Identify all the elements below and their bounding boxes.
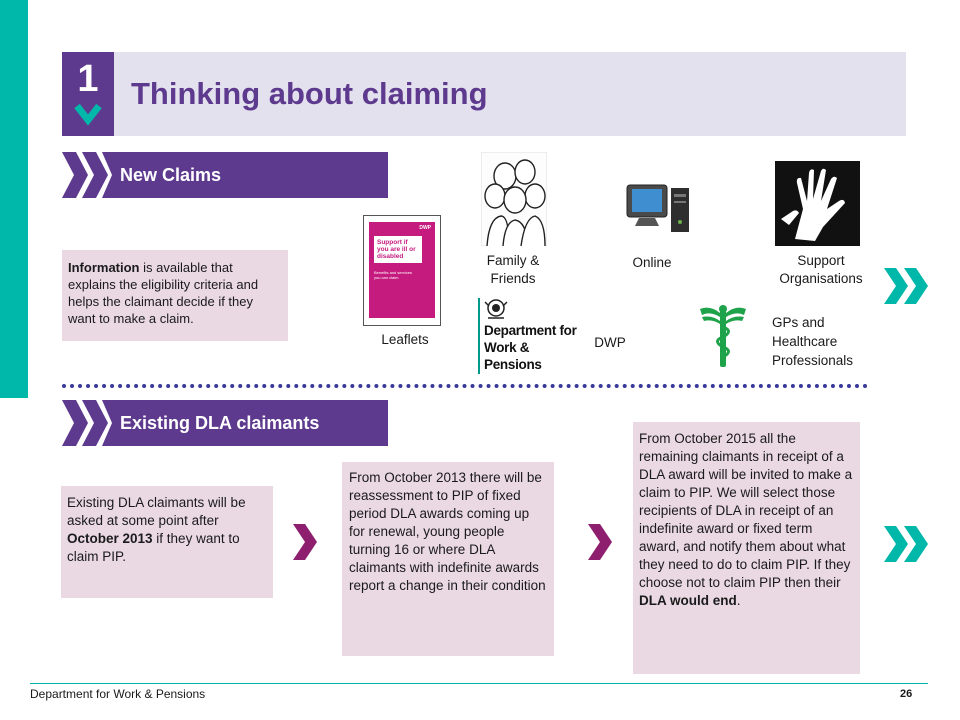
section-divider [62, 384, 868, 388]
family-friends-image [480, 151, 548, 247]
computer-icon [626, 184, 689, 232]
page-number: 26 [900, 688, 913, 700]
gps-image [698, 305, 748, 369]
leaflet-subtitle: Benefits and services you can claim [374, 270, 413, 280]
arrow-1 [289, 524, 319, 560]
box2-text: From October 2013 there will be reassess… [349, 470, 546, 593]
existing-box-1: Existing DLA claimants will be asked at … [61, 486, 273, 598]
hands-icon [781, 168, 845, 241]
footer-divider [30, 683, 928, 684]
box1-text-pre: Existing DLA claimants will be asked at … [67, 495, 246, 528]
box3-text-post: . [736, 593, 741, 608]
new-claims-header: New Claims [62, 152, 388, 198]
new-claims-heading: New Claims [120, 165, 222, 185]
info-bold: Information [68, 260, 140, 275]
chevron-right-icon [588, 524, 612, 560]
leaflet-brand: DWP [419, 225, 431, 231]
leaflet-title: Support if you are ill or disabled [374, 236, 422, 263]
box1-bold: October 2013 [67, 531, 153, 546]
dwp-logo-text: Department for Work & Pensions [484, 323, 577, 372]
existing-claimants-heading: Existing DLA claimants [120, 413, 320, 433]
online-image [625, 182, 693, 237]
next-chevron-upper [882, 268, 934, 304]
existing-box-2: From October 2013 there will be reassess… [342, 462, 554, 656]
title-band [62, 52, 906, 136]
crest-icon [484, 299, 508, 319]
info-box: Information is available that explains t… [62, 250, 288, 341]
double-chevron-icon [62, 152, 114, 198]
support-orgs-image [775, 161, 860, 246]
double-chevron-icon [62, 400, 114, 446]
gps-caption: GPs and Healthcare Professionals [772, 315, 854, 368]
left-accent-bar [0, 0, 28, 398]
arrow-2 [584, 524, 614, 560]
double-chevron-right-icon [884, 268, 928, 304]
box1-text-post: if they want to claim PIP. [67, 531, 240, 564]
page-title: Thinking about claiming [131, 76, 488, 111]
existing-claimants-header: Existing DLA claimants [62, 400, 388, 446]
support-orgs-caption: Support Organisations [779, 253, 863, 286]
footer-org: Department for Work & Pensions [30, 687, 206, 701]
double-chevron-right-icon [884, 526, 928, 562]
chevron-right-icon [293, 524, 317, 560]
dwp-logo: Department for Work & Pensions [478, 294, 578, 376]
section-number-box: 1 [62, 52, 114, 136]
section-number: 1 [77, 58, 99, 100]
people-icon [480, 151, 548, 247]
leaflet-image: DWP Support if you are ill or disabled B… [363, 215, 441, 326]
box3-bold: DLA would end [639, 593, 737, 608]
online-caption: Online [632, 255, 672, 270]
family-friends-caption: Family & Friends [486, 253, 540, 286]
chevron-down-icon [74, 103, 102, 126]
info-text: is available that explains the eligibili… [68, 260, 259, 326]
leaflets-caption: Leaflets [381, 332, 429, 347]
box3-text-pre: From October 2015 all the remaining clai… [639, 431, 853, 590]
existing-box-3: From October 2015 all the remaining clai… [633, 422, 860, 674]
dwp-caption: DWP [594, 335, 626, 350]
next-chevron-lower [882, 526, 934, 562]
caduceus-icon [700, 305, 746, 367]
